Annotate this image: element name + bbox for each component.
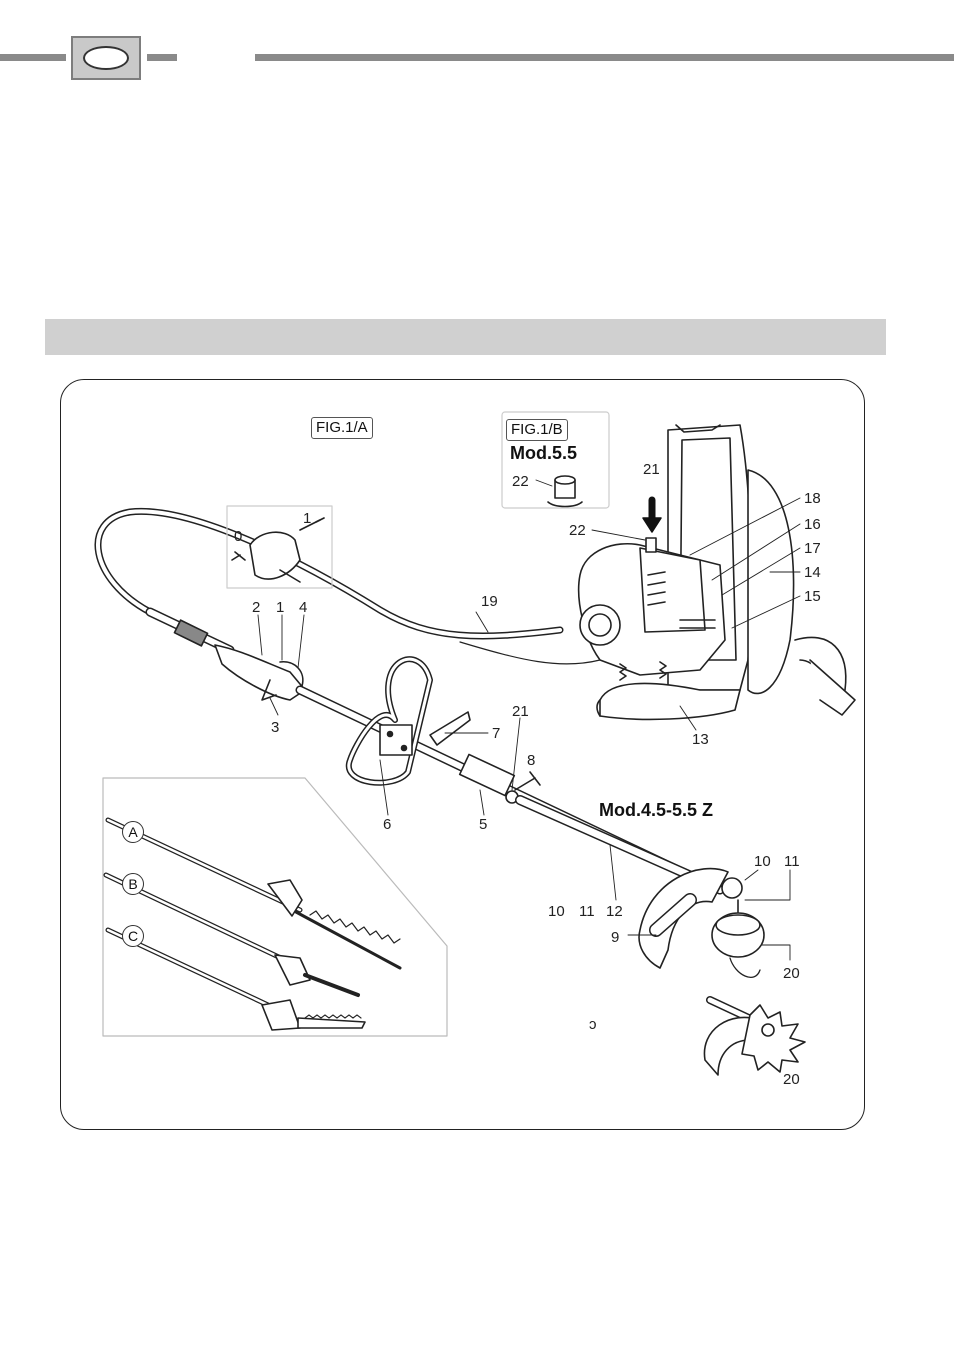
- callout-16: 16: [804, 516, 821, 533]
- callout-22: 22: [569, 522, 586, 539]
- callout-20-trimmer: 20: [783, 965, 800, 982]
- attachment-a-label: A: [122, 821, 144, 843]
- attachment-c-label: C: [122, 925, 144, 947]
- callout-3: 3: [271, 719, 280, 736]
- callout-21: 21: [512, 703, 529, 720]
- fig-1a-label: FIG.1/A: [311, 417, 373, 439]
- callout-8: 8: [527, 752, 536, 769]
- callout-1-handle: 1: [276, 599, 285, 616]
- callout-13: 13: [692, 731, 709, 748]
- callout-12: 12: [606, 903, 623, 920]
- callout-19: 19: [481, 593, 498, 610]
- model-4-5-5-5-z-label: Mod.4.5-5.5 Z: [599, 800, 714, 820]
- callout-11-head: 11: [784, 853, 800, 870]
- callout-4: 4: [299, 599, 308, 616]
- callout-11: 11: [579, 903, 595, 920]
- callout-10-head: 10: [754, 853, 771, 870]
- language-oval-icon: [83, 46, 129, 70]
- callout-6: 6: [383, 816, 392, 833]
- fig-1b-label: FIG.1/B: [506, 419, 568, 441]
- language-badge: [71, 36, 141, 80]
- header-rule-left: [0, 54, 66, 61]
- callout-22-inset: 22: [512, 473, 529, 490]
- callout-18: 18: [804, 490, 821, 507]
- callout-5: 5: [479, 816, 488, 833]
- model-5-5-label: Mod.5.5: [510, 443, 578, 463]
- callout-14: 14: [804, 564, 821, 581]
- callout-0: 0: [234, 528, 243, 545]
- callout-21-arrow: 21: [643, 461, 660, 478]
- callout-2: 2: [252, 599, 261, 616]
- callout-15: 15: [804, 588, 821, 605]
- section-title-bar: [45, 319, 886, 355]
- callout-7: 7: [492, 725, 501, 742]
- partial-callout: ↄ: [589, 1016, 597, 1033]
- callout-1: 1: [303, 510, 312, 527]
- header-rule-right: [255, 54, 954, 61]
- callout-10: 10: [548, 903, 565, 920]
- callout-17: 17: [804, 540, 821, 557]
- header-rule-mid: [147, 54, 177, 61]
- attachment-b-label: B: [122, 873, 144, 895]
- callout-20-blade: 20: [783, 1071, 800, 1088]
- callout-9: 9: [611, 929, 620, 946]
